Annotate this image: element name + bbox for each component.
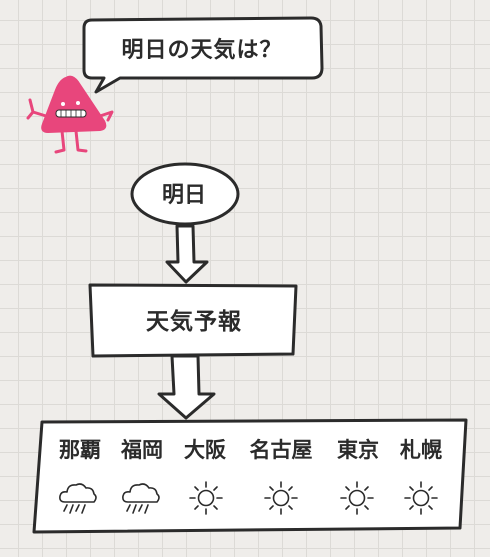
sun-icon [189,481,223,515]
city-label-sapporo: 札幌 [400,438,442,462]
rain-cloud-icon [122,483,160,514]
sun-icon [340,481,374,515]
city-label-tokyo: 東京 [337,438,379,462]
sun-icon [264,481,298,515]
city-label-naha: 那覇 [59,438,101,462]
start-node [130,162,240,226]
city-label-osaka: 大阪 [184,438,226,462]
process-node [88,283,298,358]
process-node-label: 天気予報 [146,309,242,335]
sun-icon [404,481,438,515]
arrow-process-to-output [157,354,216,420]
speech-bubble-text: 明日の天気は？ [121,38,283,63]
city-label-nagoya: 名古屋 [249,438,313,462]
mascot-character [26,75,114,154]
speech-bubble [82,16,324,94]
arrow-start-to-process [165,224,209,284]
rain-cloud-icon [59,483,97,514]
output-node [32,418,468,534]
city-label-fukuoka: 福岡 [121,438,163,462]
start-node-label: 明日 [161,183,206,208]
